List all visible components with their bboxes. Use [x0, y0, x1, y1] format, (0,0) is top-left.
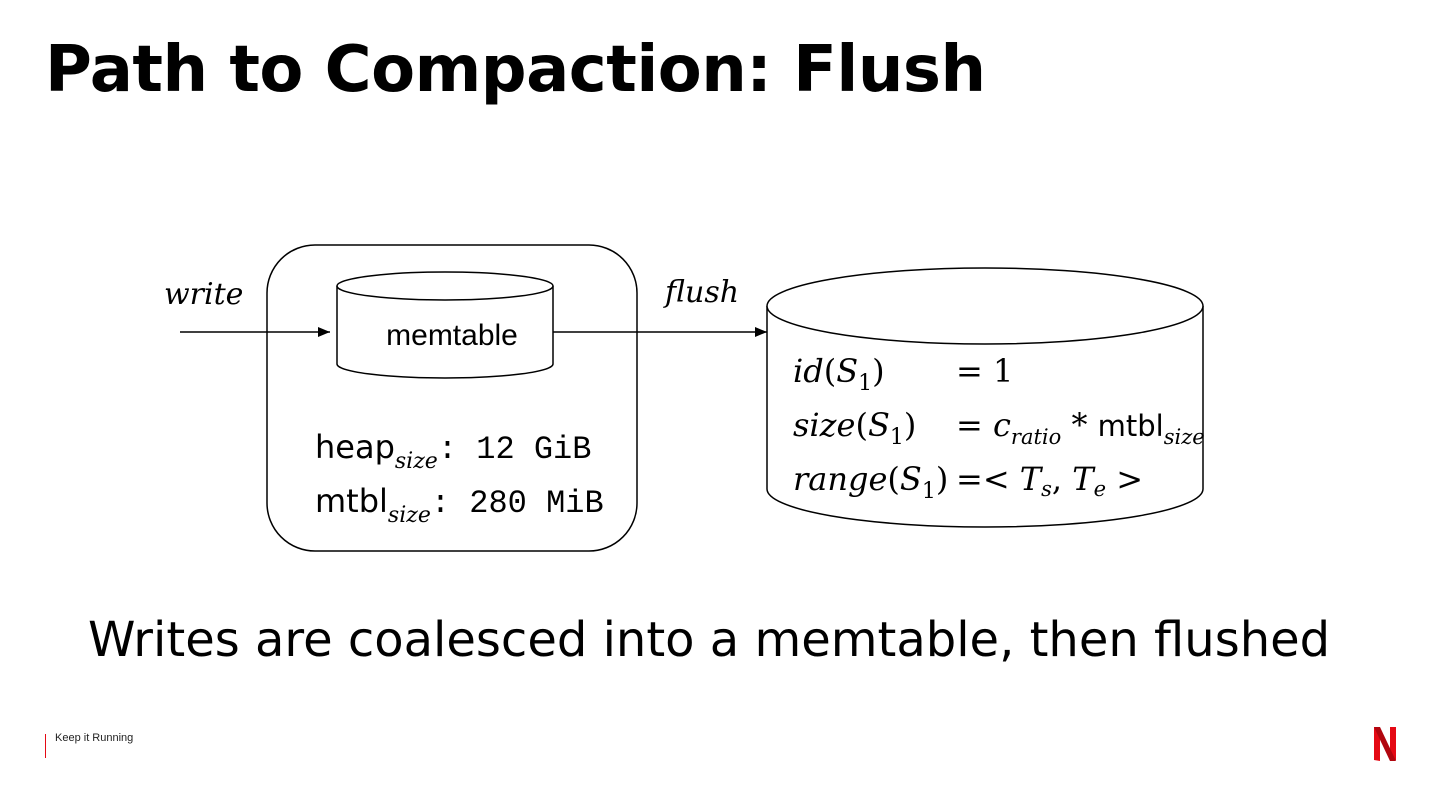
sstable-id-lhs: id(S1) — [793, 352, 885, 396]
sstable-size-lhs: size(S1) — [793, 406, 916, 450]
flush-label: flush — [663, 275, 739, 310]
footer-text: Keep it Running — [55, 732, 134, 744]
sstable-id-rhs: = 1 — [956, 352, 1013, 390]
memtable-label: memtable — [386, 319, 518, 352]
memtable-cylinder: memtable — [336, 271, 554, 379]
mtbl-size-line: mtblsize: 280 MiB — [315, 482, 604, 528]
footer-divider — [45, 734, 46, 758]
flush-diagram: write memtable heapsize: 12 GiB mtblsize… — [164, 244, 1205, 552]
netflix-logo-icon — [1374, 727, 1396, 761]
write-label: write — [164, 277, 243, 312]
sstable-range-lhs: range(S1) — [793, 460, 948, 504]
slide-caption: Writes are coalesced into a memtable, th… — [88, 612, 1331, 668]
heap-size-line: heapsize: 12 GiB — [315, 428, 591, 474]
sstable-range-rhs: =< Ts, Te > — [956, 460, 1143, 501]
memory-node — [266, 244, 638, 552]
sstable-size-rhs: = cratio * mtblsize — [956, 406, 1205, 449]
sstable-cylinder — [766, 267, 1204, 528]
slide-title: Path to Compaction: Flush — [45, 33, 986, 107]
